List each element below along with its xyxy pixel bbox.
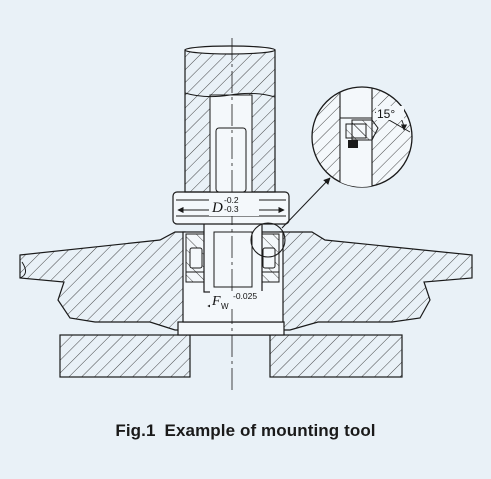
dimension-Fw: F W -0.025 bbox=[207, 291, 268, 311]
label-F-tol: -0.025 bbox=[233, 291, 257, 301]
tool-shaft bbox=[184, 45, 276, 193]
detail-leader-arrow bbox=[281, 177, 331, 229]
detail-zoom: 15° bbox=[311, 86, 413, 188]
label-D-upper-tol: -0.2 bbox=[224, 195, 239, 205]
base-block bbox=[59, 334, 403, 378]
mandrel-pilot bbox=[203, 211, 263, 293]
label-F: F bbox=[211, 294, 221, 309]
label-D-lower-tol: -0.3 bbox=[224, 204, 239, 214]
label-D: D bbox=[211, 200, 223, 216]
caption-text: Example of mounting tool bbox=[164, 421, 376, 440]
label-F-subscript: W bbox=[221, 302, 229, 311]
caption-number: Fig.1 bbox=[115, 421, 156, 440]
dimension-D: D -0.2 -0.3 bbox=[177, 195, 285, 216]
pulley-section bbox=[19, 231, 473, 331]
figure-caption: Fig.1 Example of mounting tool bbox=[0, 421, 491, 441]
label-angle: 15° bbox=[377, 107, 395, 121]
support-ring bbox=[177, 321, 285, 336]
detail-marker-circle bbox=[250, 222, 286, 258]
